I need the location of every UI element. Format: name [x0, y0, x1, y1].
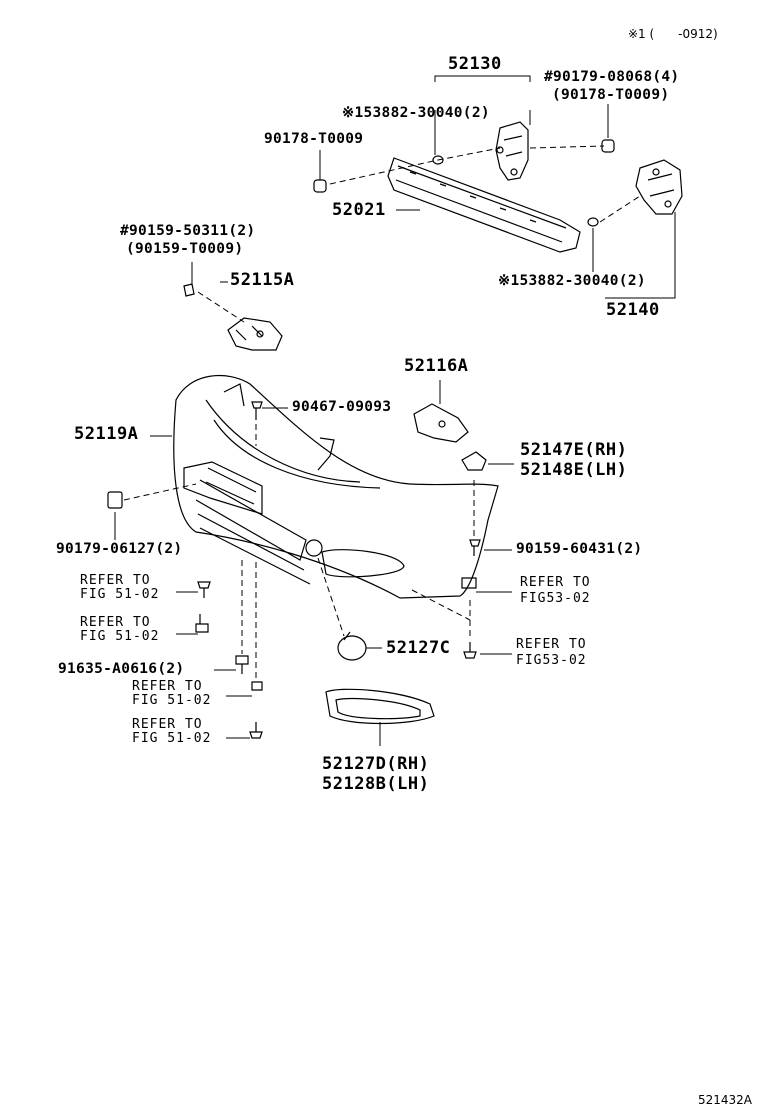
part-label-52140: 52140: [606, 300, 660, 320]
bracket-52140: [635, 159, 683, 215]
part-label-52127d: 52127D(RH): [322, 754, 430, 774]
refer-note-3-line1: REFER TO: [520, 575, 591, 590]
fog-lamp-cover: [337, 631, 367, 661]
part-label-153882-top: ※153882-30040(2): [342, 105, 490, 121]
nuts-clips: [183, 139, 615, 297]
part-label-52128b: 52128B(LH): [322, 774, 430, 794]
bumper-reinforcement-beam: [387, 157, 581, 253]
part-label-90178-t0009-b: 90178-T0009: [264, 131, 364, 147]
refer-note-2-line1: REFER TO: [80, 615, 151, 630]
fog-lamp-bezel: [325, 688, 435, 725]
refer-note-5-line2: FIG 51-02: [132, 693, 212, 708]
refer-note-5-line1: REFER TO: [132, 679, 203, 694]
refer-note-1-line1: REFER TO: [80, 573, 151, 588]
refer-note-6-line2: FIG 51-02: [132, 731, 212, 746]
leader-lines: [114, 75, 676, 746]
part-label-90467-09093: 90467-09093: [292, 399, 392, 415]
part-label-90159-60431: 90159-60431(2): [516, 541, 643, 557]
refer-note-6-line1: REFER TO: [132, 717, 203, 732]
installation-lines: [123, 145, 641, 680]
part-label-52127c: 52127C: [386, 638, 451, 658]
part-label-90179-08068: #90179-08068(4): [544, 69, 680, 85]
clip-90179-06127: [107, 491, 123, 509]
retainer-52147e: [461, 451, 487, 471]
part-label-52119a: 52119A: [74, 424, 139, 444]
part-label-90178-t0009-a: (90178-T0009): [552, 87, 670, 103]
part-label-52148e: 52148E(LH): [520, 460, 628, 480]
refer-note-2-line2: FIG 51-02: [80, 629, 160, 644]
model-note: ※1 ( -0912): [628, 27, 718, 41]
fasteners: [195, 401, 481, 739]
part-label-52115a: 52115A: [230, 270, 295, 290]
part-label-153882-bottom: ※153882-30040(2): [498, 273, 646, 289]
side-bracket-52116a: [413, 403, 469, 443]
part-label-52116a: 52116A: [404, 356, 469, 376]
figure-id: 521432A: [698, 1093, 753, 1107]
part-label-91635-a0616: 91635-A0616(2): [58, 661, 185, 677]
part-label-52021: 52021: [332, 200, 386, 220]
refer-note-4-line1: REFER TO: [516, 637, 587, 652]
side-bracket-52115a: [227, 317, 283, 351]
refer-note-4-line2: FIG53-02: [516, 653, 587, 668]
part-label-90159-50311: #90159-50311(2): [120, 223, 256, 239]
part-label-52147e: 52147E(RH): [520, 440, 628, 460]
part-label-90179-06127: 90179-06127(2): [56, 541, 183, 557]
bracket-52130: [495, 121, 529, 181]
part-label-90159-t0009: (90159-T0009): [126, 241, 244, 257]
refer-note-1-line2: FIG 51-02: [80, 587, 160, 602]
part-label-52130: 52130: [448, 54, 502, 74]
bumper-cover: [173, 374, 499, 599]
refer-note-3-line2: FIG53-02: [520, 591, 591, 606]
